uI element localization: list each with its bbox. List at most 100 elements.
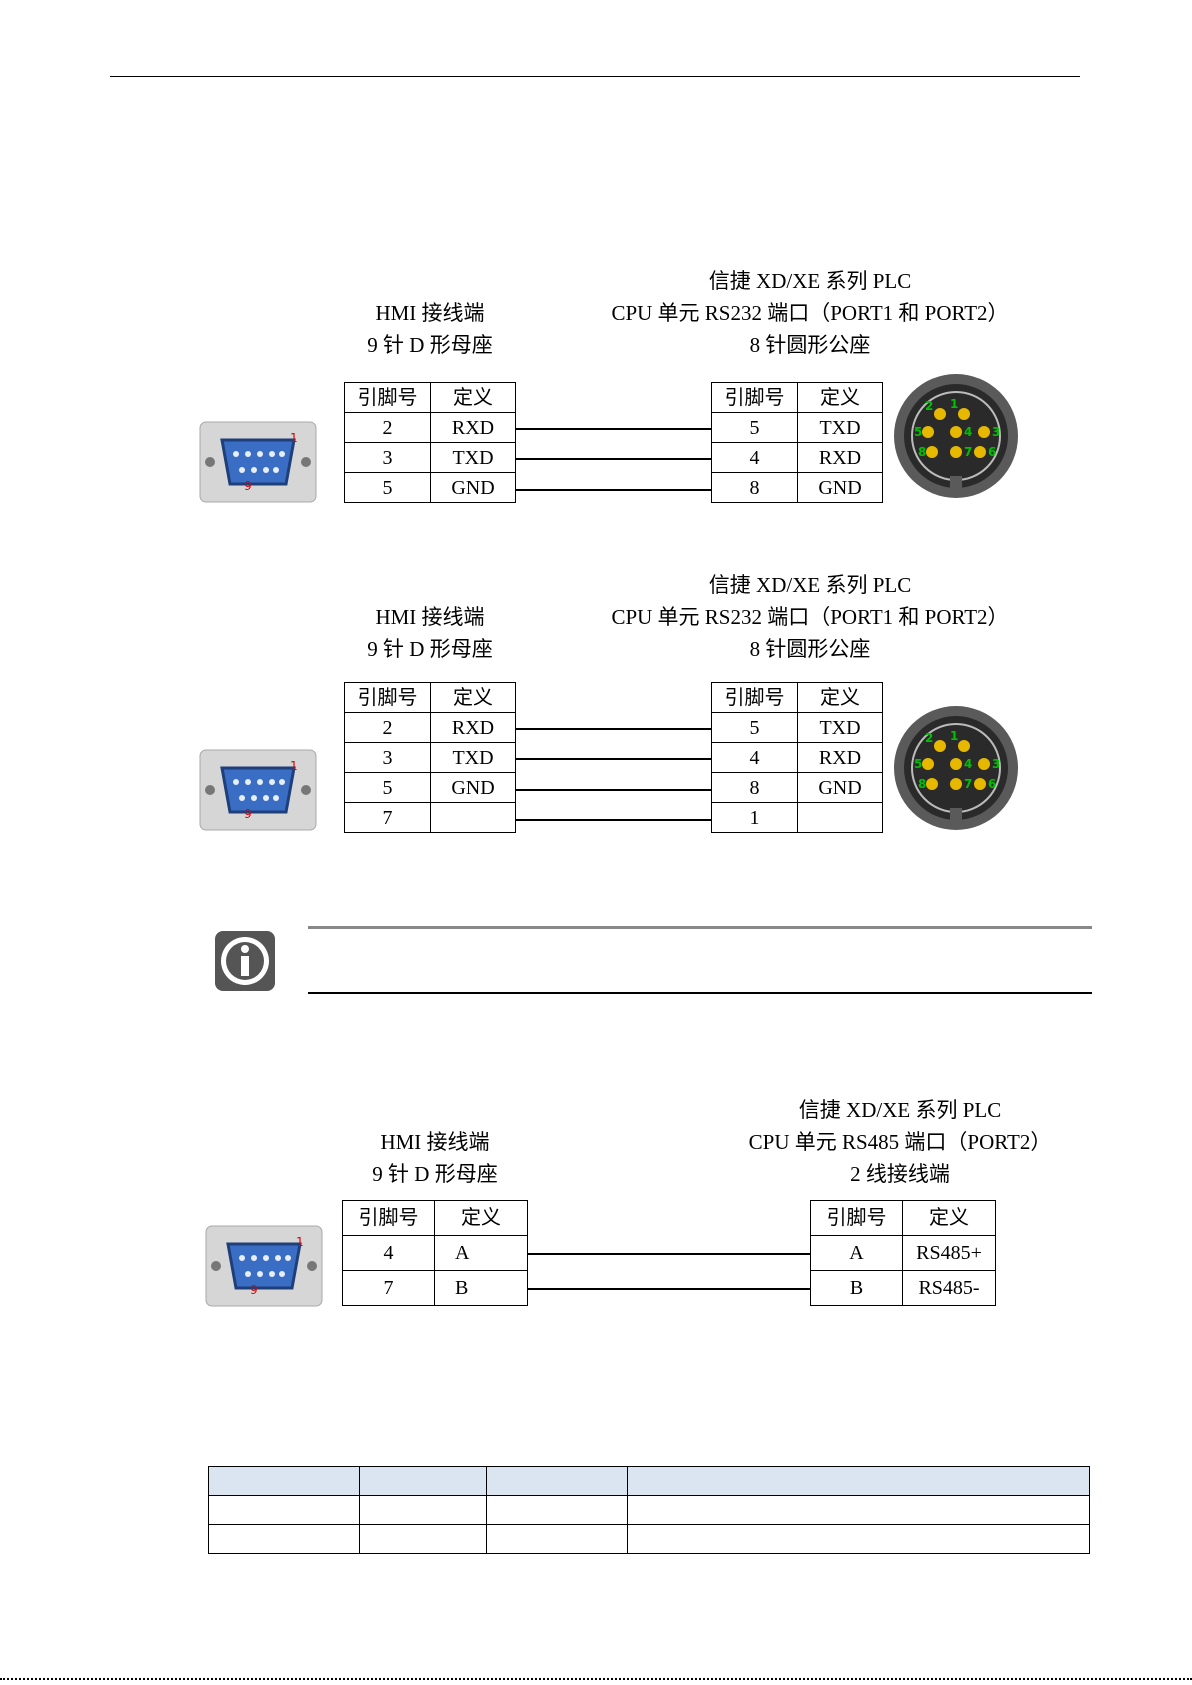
pin-cell: 1	[711, 802, 798, 833]
wire	[516, 758, 711, 760]
header-rule	[110, 76, 1080, 77]
pin-cell: 5	[344, 772, 431, 803]
round-pin-label: 1	[950, 397, 958, 411]
hmi-header-line1: HMI 接线端	[375, 301, 485, 325]
hmi-header-line1: HMI 接线端	[375, 605, 485, 629]
table-cell	[486, 1495, 628, 1525]
plc-header-line3: 8 针圆形公座	[749, 637, 871, 661]
round-pin-label: 3	[992, 757, 1000, 771]
table-cell	[359, 1495, 487, 1525]
note-rule-bottom	[308, 992, 1092, 994]
pin-cell: 8	[711, 772, 798, 803]
col-pin-header: 引脚号	[711, 382, 798, 413]
plc-header: 信捷 XD/XE 系列 PLC CPU 单元 RS232 端口（PORT1 和 …	[590, 569, 1030, 665]
dsub-pin9-label: 9	[250, 1283, 258, 1297]
col-def-header: 定义	[902, 1200, 996, 1236]
pin-cell: 5	[711, 712, 798, 743]
def-cell: GND	[430, 472, 516, 503]
def-cell	[430, 802, 516, 833]
plc-header-line1: 信捷 XD/XE 系列 PLC	[708, 573, 912, 597]
pin-cell: 4	[711, 742, 798, 773]
pin-cell: B	[810, 1270, 903, 1306]
def-cell: GND	[797, 472, 883, 503]
pin-cell: 4	[342, 1235, 435, 1271]
pin-cell: 7	[342, 1270, 435, 1306]
pin-cell: A	[810, 1235, 903, 1271]
round-pin-label: 8	[918, 777, 926, 791]
table-cell	[359, 1466, 487, 1496]
def-cell: GND	[430, 772, 516, 803]
col-pin-header: 引脚号	[711, 682, 798, 713]
wire	[516, 728, 711, 730]
pin-cell: 3	[344, 742, 431, 773]
def-cell: A	[434, 1235, 528, 1271]
hmi-header-line2: 9 针 D 形母座	[367, 333, 493, 357]
hmi-header: HMI 接线端 9 针 D 形母座	[335, 1126, 535, 1190]
pin-cell: 3	[344, 442, 431, 473]
dsub-pin1-label: 1	[290, 431, 298, 445]
def-cell: TXD	[430, 742, 516, 773]
wire	[516, 428, 711, 430]
mini-din-connector-icon: 1 2 3 4 5 6 7 8	[894, 374, 1018, 498]
db9-connector-icon: 1 9	[205, 1225, 323, 1307]
table-cell	[627, 1466, 1090, 1496]
def-cell: RXD	[797, 742, 883, 773]
round-pin-label: 3	[992, 425, 1000, 439]
def-cell: RXD	[430, 712, 516, 743]
def-cell: RS485+	[902, 1235, 996, 1271]
round-pin-label: 1	[950, 729, 958, 743]
round-pin-label: 6	[988, 445, 996, 459]
col-def-header: 定义	[430, 682, 516, 713]
plc-header-line3: 8 针圆形公座	[749, 333, 871, 357]
wire	[516, 458, 711, 460]
plc-header-line2: CPU 单元 RS485 端口（PORT2）	[748, 1130, 1052, 1154]
col-def-header: 定义	[797, 682, 883, 713]
pin-cell: 4	[711, 442, 798, 473]
def-cell: TXD	[797, 412, 883, 443]
info-icon	[215, 931, 275, 991]
col-pin-header: 引脚号	[342, 1200, 435, 1236]
hmi-header: HMI 接线端 9 针 D 形母座	[330, 601, 530, 665]
round-pin-label: 5	[914, 425, 922, 439]
def-cell: RXD	[430, 412, 516, 443]
db9-connector-icon: 1 9	[199, 749, 317, 831]
plc-header: 信捷 XD/XE 系列 PLC CPU 单元 RS232 端口（PORT1 和 …	[590, 265, 1030, 361]
def-cell: TXD	[797, 712, 883, 743]
wire	[516, 489, 711, 491]
table-row: 1	[711, 802, 883, 833]
hmi-header: HMI 接线端 9 针 D 形母座	[330, 297, 530, 361]
pin-cell: 7	[344, 802, 431, 833]
table-cell	[627, 1524, 1090, 1554]
dsub-pin1-label: 1	[290, 759, 298, 773]
round-pin-label: 2	[925, 731, 933, 745]
mini-din-connector-icon: 1 2 3 4 5 6 7 8	[894, 706, 1018, 830]
table-cell	[627, 1495, 1090, 1525]
round-pin-label: 8	[918, 445, 926, 459]
wire	[516, 819, 711, 821]
table-cell	[486, 1466, 628, 1496]
note-rule-top	[308, 926, 1092, 929]
table-cell	[208, 1495, 360, 1525]
table-cell	[208, 1466, 360, 1496]
round-pin-label: 5	[914, 757, 922, 771]
def-cell: GND	[797, 772, 883, 803]
def-cell: RS485-	[902, 1270, 996, 1306]
table-cell	[208, 1524, 360, 1554]
hmi-header-line1: HMI 接线端	[380, 1130, 490, 1154]
table-cell	[486, 1524, 628, 1554]
round-pin-label: 6	[988, 777, 996, 791]
